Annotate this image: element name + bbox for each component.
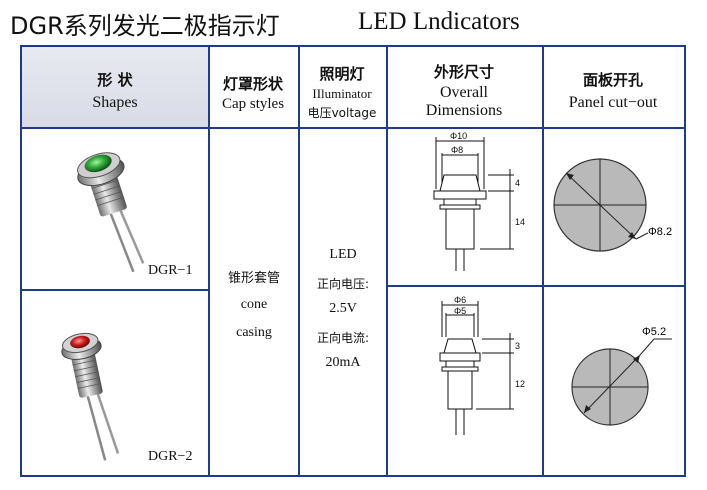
panel-cutout-dgr1: Φ8.2 — [544, 129, 684, 285]
header-panel-zh: 面板开孔 — [582, 71, 643, 89]
header-cap-zh: 灯罩形状 — [222, 75, 283, 93]
code-dgr2: DGR−2 — [148, 449, 193, 464]
header-illum-en: IIluminator — [312, 86, 372, 101]
dimension-drawing-dgr2: Φ6 Φ5 3 12 — [388, 287, 542, 475]
title-chinese: DGR系列发光二极指示灯 — [10, 12, 280, 40]
header-dim-en2: Dimensions — [425, 102, 503, 119]
title-english: LED Lndicators — [358, 8, 520, 35]
forward-voltage: 2.5V — [329, 301, 357, 316]
header-cap-en: Cap styles — [221, 96, 285, 112]
header-shapes: 形 状 Shapes — [22, 47, 208, 127]
shape-cell-dgr1: DGR−1 — [22, 129, 208, 289]
header-illuminator: 照明灯 IIluminator 电压voltage — [298, 47, 386, 127]
code-dgr1: DGR−1 — [148, 263, 193, 278]
led-dgr1-image — [77, 152, 145, 273]
page-title: DGR系列发光二极指示灯 LED Lndicators — [10, 6, 520, 40]
cap-en2: casing — [236, 325, 272, 340]
cap-en1: cone — [240, 297, 268, 312]
dim-body-dgr2: 12 — [515, 379, 525, 389]
dim-inner-dgr2: Φ5 — [454, 306, 466, 316]
cutout-dgr2-label: Φ5.2 — [642, 326, 666, 338]
grid-line — [386, 47, 388, 475]
header-illum-voltage: 电压voltage — [307, 106, 377, 120]
shape-cell-dgr2: DGR−2 — [22, 291, 208, 475]
dim-top-dgr2: 3 — [515, 341, 520, 351]
header-panel: 面板开孔 Panel cut−out — [542, 47, 684, 127]
grid-line — [542, 47, 544, 475]
red-lens — [70, 335, 90, 349]
table-header: 形 状 Shapes 灯罩形状 Cap styles 照明灯 IIluminat… — [22, 47, 684, 129]
illuminator-cell: LED 正向电压: 2.5V 正向电流: 20mA — [300, 129, 386, 475]
cap-outline — [439, 174, 481, 192]
led-type: LED — [329, 247, 357, 262]
header-illum-zh: 照明灯 — [319, 65, 365, 83]
header-panel-en: Panel cut−out — [568, 94, 658, 111]
forward-current-label: 正向电流: — [316, 331, 370, 345]
cap-style-cell: 锥形套管 cone casing — [210, 129, 298, 475]
panel-cutout-dgr2: Φ5.2 — [544, 287, 684, 475]
spec-table: 形 状 Shapes 灯罩形状 Cap styles 照明灯 IIluminat… — [20, 45, 686, 477]
cutout-dgr1-label: Φ8.2 — [648, 226, 672, 238]
dimension-drawing-dgr1: Φ10 Φ8 4 14 — [388, 129, 542, 285]
grid-line — [386, 285, 684, 287]
header-shapes-zh: 形 状 — [97, 71, 133, 89]
grid-line — [298, 47, 300, 475]
dim-inner-dgr1: Φ8 — [451, 145, 463, 155]
green-lens — [84, 154, 112, 173]
forward-current: 20mA — [325, 355, 361, 370]
grid-line — [22, 289, 209, 291]
header-dimensions: 外形尺寸 Overall Dimensions — [386, 47, 542, 127]
dim-outer-dgr2: Φ6 — [454, 295, 466, 305]
header-dim-zh: 外形尺寸 — [433, 63, 494, 81]
led-dgr2-image — [61, 332, 120, 461]
forward-voltage-label: 正向电压: — [316, 277, 370, 291]
cap-zh: 锥形套管 — [227, 271, 280, 286]
header-shapes-en: Shapes — [92, 94, 138, 111]
header-cap: 灯罩形状 Cap styles — [208, 47, 298, 127]
dim-top-dgr1: 4 — [515, 178, 520, 188]
header-dim-en1: Overall — [440, 84, 488, 101]
dim-body-dgr1: 14 — [515, 217, 525, 227]
dim-outer-dgr1: Φ10 — [450, 131, 467, 141]
grid-line — [208, 47, 210, 475]
cap-outline — [443, 338, 477, 354]
